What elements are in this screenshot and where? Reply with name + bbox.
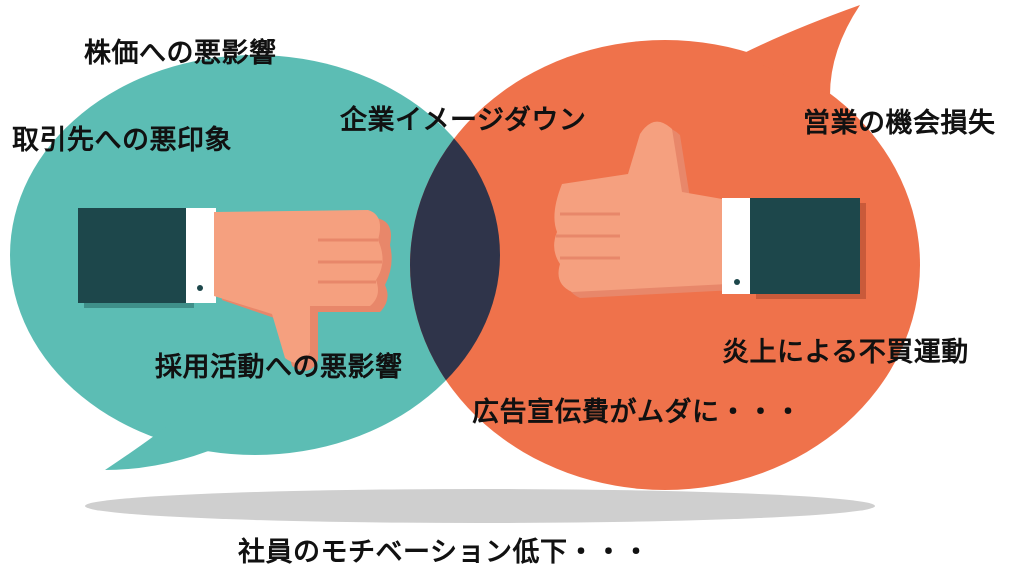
label-image-down: 企業イメージダウン <box>340 105 587 136</box>
label-recruit: 採用活動への悪影響 <box>155 352 403 383</box>
label-lost-sales: 営業の機会損失 <box>803 108 996 139</box>
label-boycott: 炎上による不買運動 <box>722 337 969 368</box>
thumbs-up-icon <box>554 121 866 299</box>
label-stock-price: 株価への悪影響 <box>84 38 277 69</box>
label-ad-waste: 広告宣伝費がムダに・・・ <box>472 397 802 428</box>
thumbs-down-icon <box>78 208 392 371</box>
label-motivation: 社員のモチベーション低下・・・ <box>238 537 650 568</box>
floor-shadow <box>85 489 875 523</box>
label-partners: 取引先への悪印象 <box>12 125 232 156</box>
